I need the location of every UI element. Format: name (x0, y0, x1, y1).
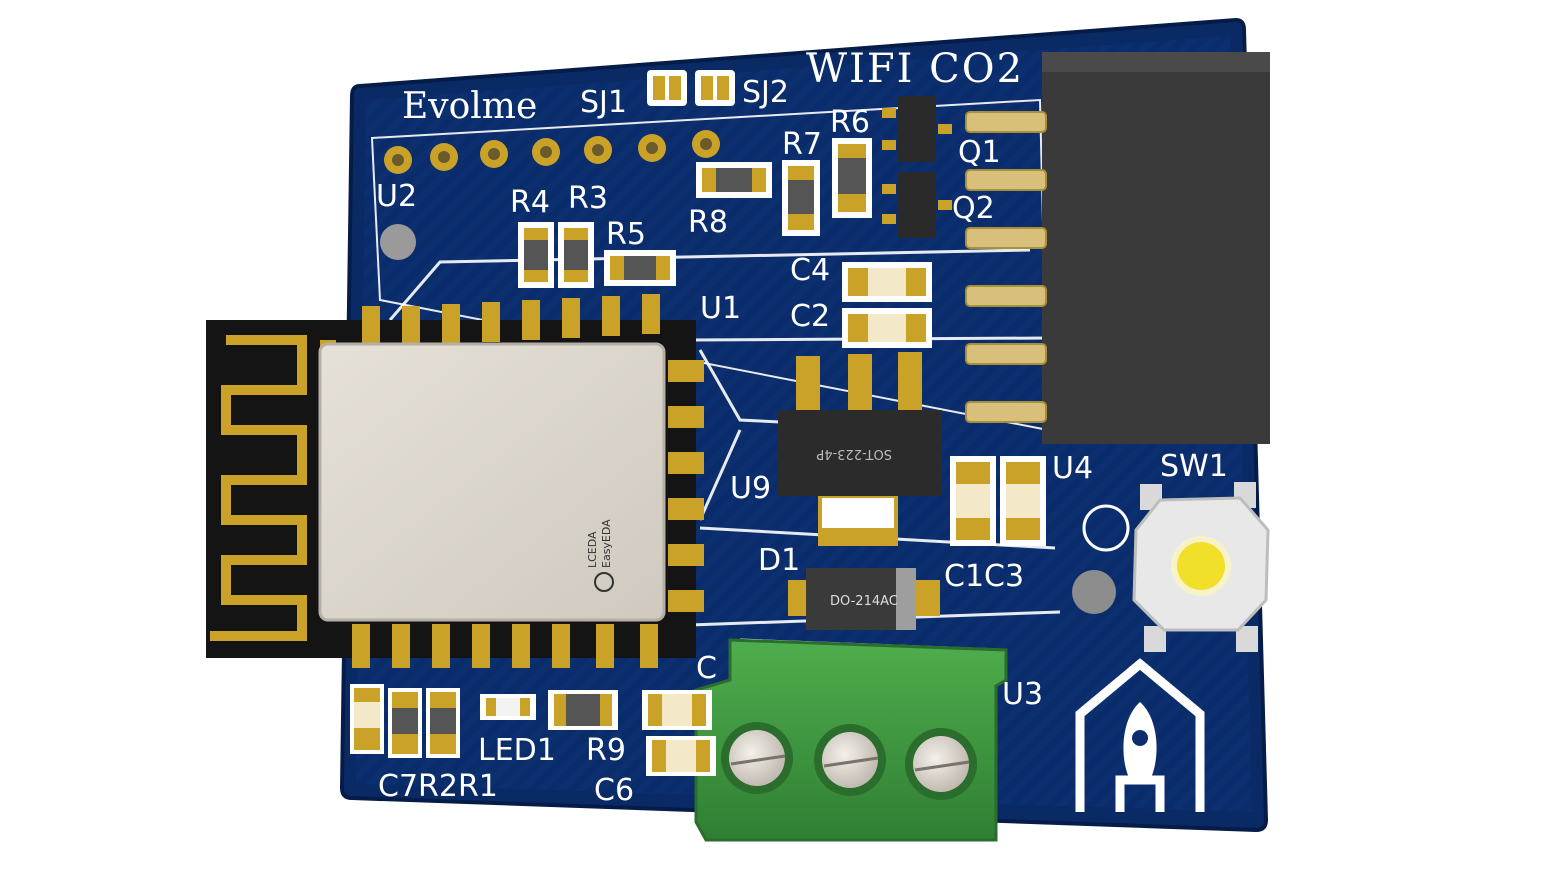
module-logo-easyeda: EasyEDA (600, 519, 613, 568)
module-logo-lceda: LCEDA (586, 531, 599, 568)
c2-label: C2 (790, 299, 830, 334)
u2-label: U2 (376, 179, 417, 214)
sj2-label: SJ2 (742, 75, 789, 110)
d1-marking: DO-214AC (830, 594, 898, 609)
transistors (882, 96, 952, 238)
r6-label: R6 (830, 105, 870, 140)
capacitors-c4-c2 (842, 262, 932, 348)
c6-label: C6 (594, 773, 634, 808)
u9-label: U9 (730, 471, 771, 506)
pin-header (965, 52, 1270, 444)
q1-label: Q1 (958, 135, 1001, 170)
diode-d1 (788, 568, 940, 630)
mounting-hole (380, 224, 416, 260)
led1-label: LED1 (478, 733, 556, 768)
u4-label: U4 (1052, 451, 1093, 486)
q2-label: Q2 (952, 191, 995, 226)
r5-label: R5 (606, 217, 646, 252)
terminal-block-u3 (694, 638, 1008, 842)
r7-label: R7 (782, 127, 822, 162)
solder-jumpers (647, 70, 735, 106)
cloud-logo-icon (594, 572, 614, 592)
d1-label: D1 (758, 543, 800, 578)
c4-label: C4 (790, 253, 830, 288)
u9-marking: SOT-223-4P (816, 446, 892, 461)
r3-label: R3 (568, 181, 608, 216)
regulator-u9 (778, 352, 942, 546)
sw1-label: SW1 (1160, 449, 1228, 484)
mounting-hole-2 (1072, 570, 1116, 614)
capacitors-c1-c3 (950, 456, 1046, 546)
c5-label: C (696, 651, 717, 686)
r4-label: R4 (510, 185, 550, 220)
wifi-module-u1 (206, 294, 704, 668)
rocket-house-logo (1075, 658, 1205, 812)
u1-label: U1 (700, 291, 741, 326)
c1c3-label: C1C3 (944, 559, 1024, 594)
resistors-top (518, 138, 872, 288)
brand-label: Evolme (402, 86, 537, 127)
tactile-switch-sw1 (1132, 482, 1270, 652)
passives-bottom (350, 684, 716, 776)
c7-r2-r1-label: C7R2R1 (378, 769, 498, 804)
r9-label: R9 (586, 733, 626, 768)
sj1-label: SJ1 (580, 85, 627, 120)
r8-label: R8 (688, 205, 728, 240)
u3-label: U3 (1002, 677, 1043, 712)
